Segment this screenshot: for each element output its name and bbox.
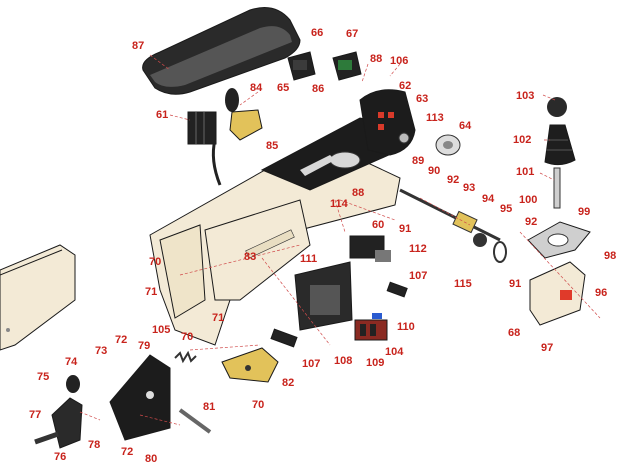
callout-71b: 71 [212,312,224,324]
callout-91b: 91 [509,278,521,290]
callout-66: 66 [311,27,323,39]
callout-83: 83 [244,251,256,263]
callout-88: 88 [370,53,382,65]
joystick-shaft-101 [553,167,561,209]
callout-112: 112 [409,243,427,255]
plug-107-b [270,328,298,348]
callout-82: 82 [282,377,294,389]
armrest-pad [142,7,301,95]
callout-72: 72 [115,334,127,346]
callout-65: 65 [277,82,289,94]
callout-113: 113 [426,112,444,124]
callout-75: 75 [37,371,49,383]
callout-92: 92 [447,174,459,186]
callout-78: 78 [88,439,100,451]
callout-70: 70 [149,256,161,268]
callout-105: 105 [152,324,170,336]
callout-106: 106 [390,55,408,67]
spring-105 [174,350,197,364]
callout-102: 102 [513,134,531,146]
hinge-bracket-77 [51,397,83,449]
callout-104: 104 [385,346,404,358]
callout-86: 86 [312,83,324,95]
switch-panel [359,89,416,156]
ignition-switch-64 [435,134,461,156]
callouts: 87 66 67 88 106 84 65 86 62 63 103 61 11… [29,27,616,465]
rocker-switch-66 [287,51,316,81]
callout-97: 97 [541,342,553,354]
callout-80: 80 [145,453,157,465]
callout-99: 99 [578,206,590,218]
yellow-bracket-82 [221,347,279,383]
callout-101: 101 [516,166,534,178]
callout-96: 96 [595,287,607,299]
rod-81 [178,408,212,434]
joystick-boot-102 [544,124,576,166]
rocker-switch-67 [332,51,362,81]
callout-109: 109 [366,357,384,369]
callout-73: 73 [95,345,107,357]
callout-95: 95 [500,203,512,215]
callout-79: 79 [138,340,150,352]
callout-76: 76 [54,451,66,463]
callout-77: 77 [29,409,41,421]
fuse-block-111 [294,261,353,331]
callout-110: 110 [397,321,415,333]
callout-84: 84 [250,82,263,94]
mounting-bracket-68 [529,261,586,326]
pivot-shaft-93 [399,188,507,263]
callout-108: 108 [334,355,352,367]
callout-71: 71 [145,286,157,298]
callout-92b: 92 [525,216,537,228]
callout-85: 85 [266,140,278,152]
callout-67: 67 [346,28,358,40]
callout-89: 89 [412,155,424,167]
callout-98: 98 [604,250,616,262]
callout-114: 114 [330,198,349,210]
relay-bank-104 [354,313,388,341]
callout-115: 115 [454,278,472,290]
callout-87: 87 [132,40,144,52]
callout-88b: 88 [352,187,364,199]
callout-94: 94 [482,193,495,205]
callout-81: 81 [203,401,215,413]
side-panel [0,244,76,351]
leader-lines [79,54,601,426]
gasket-99 [527,221,591,259]
callout-68: 68 [508,327,520,339]
joystick-knob-103 [547,97,567,117]
throttle-lever-84 [225,88,263,141]
rubber-stop-74 [66,375,80,393]
callout-63: 63 [416,93,428,105]
callout-64: 64 [459,120,472,132]
callout-107b: 107 [302,358,320,370]
callout-61: 61 [156,109,168,121]
callout-93: 93 [463,182,475,194]
callout-62: 62 [399,80,411,92]
callout-111: 111 [300,253,317,265]
callout-103: 103 [516,90,534,102]
callout-74: 74 [65,356,78,368]
callout-90: 90 [428,165,440,177]
plug-107-a [386,281,408,298]
callout-70c: 70 [252,399,264,411]
callout-100: 100 [519,194,537,206]
callout-70b: 70 [181,331,193,343]
callout-60: 60 [372,219,384,231]
connector-61 [187,111,222,186]
callout-107: 107 [409,270,427,282]
mounting-plate-79 [109,354,171,441]
callout-91: 91 [399,223,411,235]
controller-60 [349,235,391,262]
bolt-76 [34,431,59,445]
callout-72b: 72 [121,446,133,458]
